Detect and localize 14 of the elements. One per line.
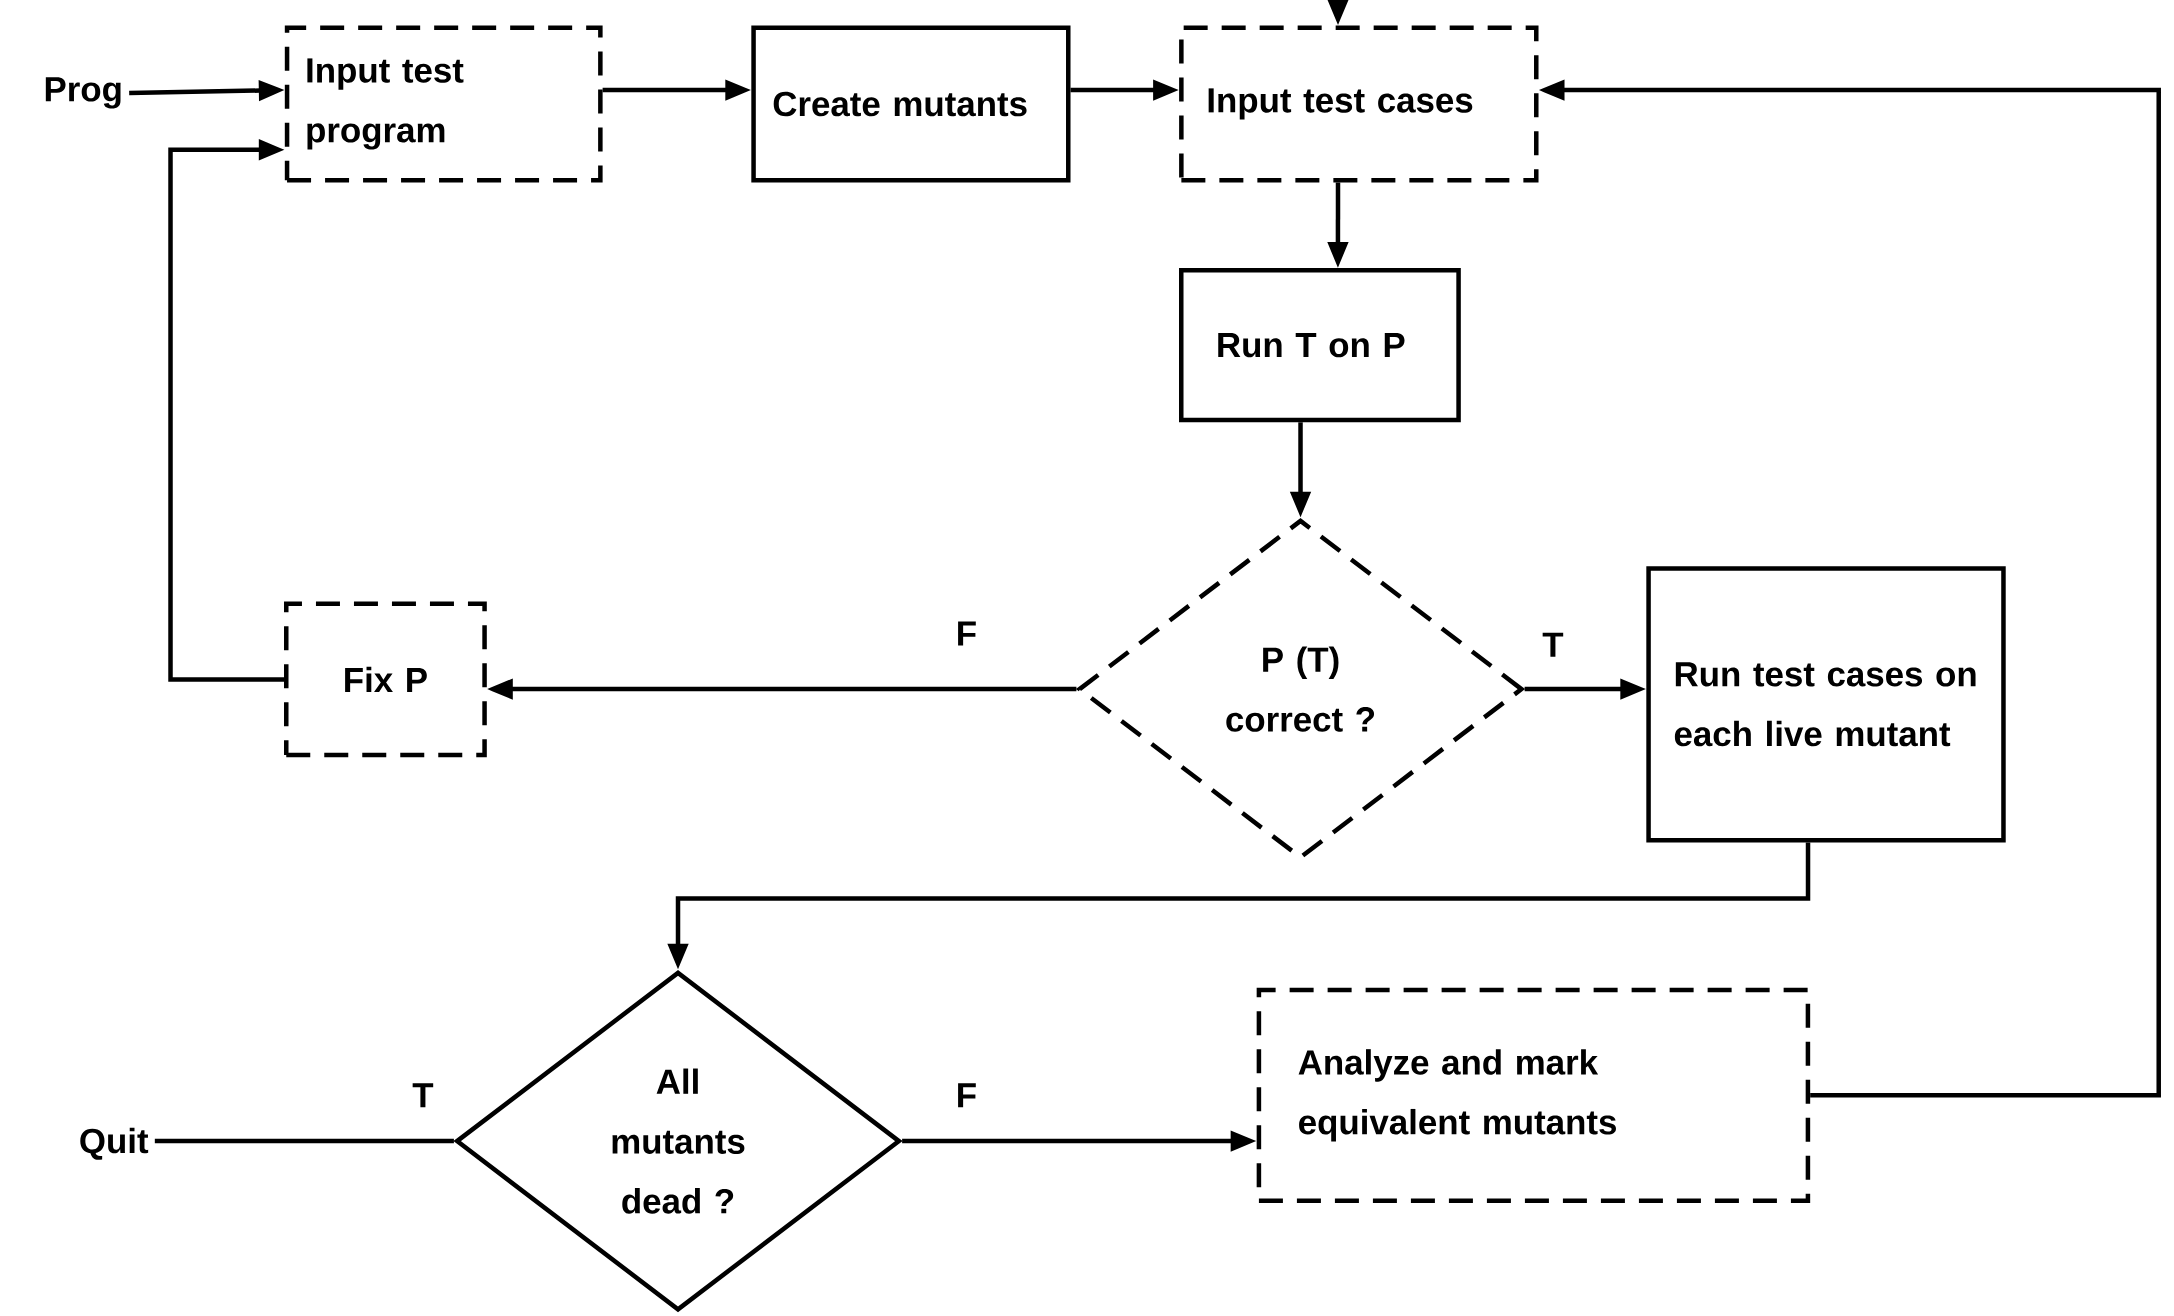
process-box: Create mutants — [751, 25, 1071, 183]
process-box: Analyze and mark equivalent mutants — [1256, 987, 1811, 1203]
process-box: Input test program — [284, 25, 603, 183]
process-box: Run test cases on each live mutant — [1646, 566, 2006, 843]
edge-label: T — [1542, 632, 1564, 657]
flow-label: Prog — [45, 77, 121, 109]
process-box: Input test cases — [1179, 25, 1539, 183]
process-box: Fix P — [284, 601, 487, 758]
edge-label: T — [412, 1083, 434, 1108]
connector-line — [154, 1138, 454, 1144]
flow-label: Quit — [80, 1127, 149, 1160]
edge-label: F — [958, 621, 976, 646]
edge-label: F — [958, 1083, 976, 1108]
process-box: Run T on P — [1179, 268, 1461, 423]
